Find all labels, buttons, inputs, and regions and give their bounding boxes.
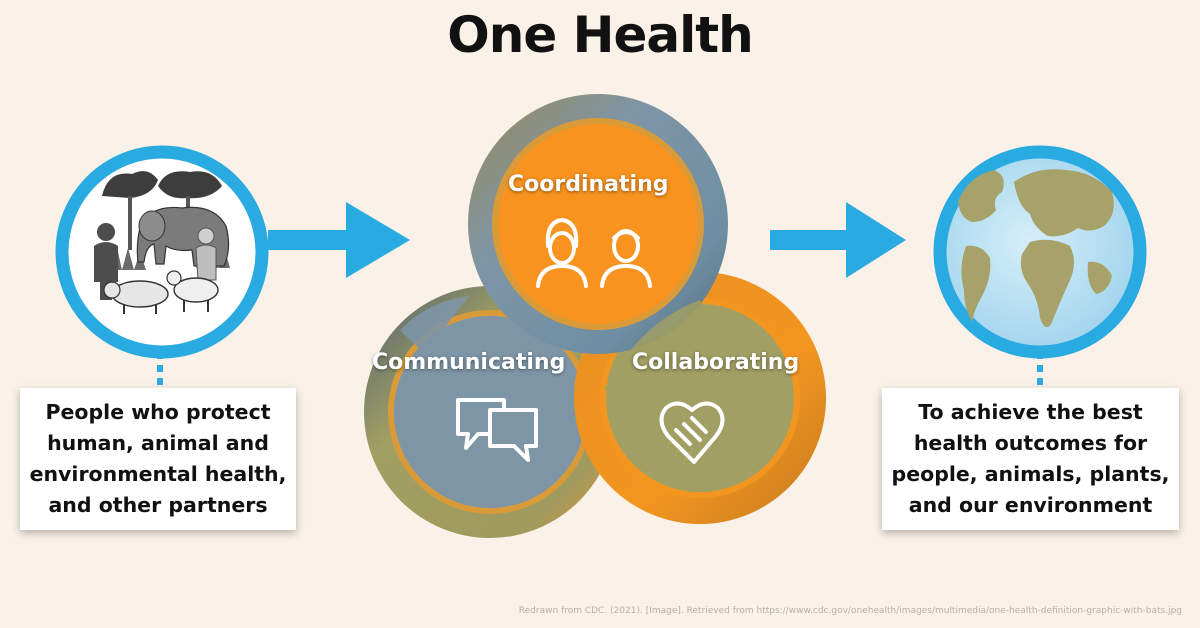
right-text-line: people, animals, plants, — [891, 462, 1170, 486]
label-collaborating: Collaborating — [632, 350, 800, 375]
right-text-line: and our environment — [908, 493, 1153, 517]
label-communicating: Communicating — [372, 350, 566, 375]
left-text-line: People who protect — [45, 400, 271, 424]
left-text-box: People who protect human, animal and env… — [20, 388, 296, 530]
left-text-line: and other partners — [48, 493, 268, 517]
page-title: One Health — [447, 6, 754, 64]
people-icon — [536, 218, 652, 288]
left-arrow — [268, 202, 410, 278]
left-text-line: environmental health, — [29, 462, 287, 486]
ring-overlap — [604, 300, 716, 398]
right-arrow — [770, 202, 906, 278]
handshake-icon — [659, 401, 725, 464]
right-text-line: To achieve the best — [918, 400, 1143, 424]
ring-overlap — [400, 296, 470, 360]
ring-coordinating — [468, 94, 728, 354]
right-text-line: health outcomes for — [913, 431, 1148, 455]
right-text-box: To achieve the best health outcomes for … — [882, 388, 1179, 530]
people-and-animals-icon — [94, 171, 230, 314]
left-circle — [55, 145, 269, 359]
globe-icon — [958, 169, 1114, 328]
right-circle — [933, 145, 1147, 359]
label-coordinating: Coordinating — [508, 172, 669, 197]
speech-bubbles-icon — [456, 398, 538, 462]
left-text-line: human, animal and — [47, 431, 269, 455]
source-credit: Redrawn from CDC. (2021). [Image]. Retri… — [518, 606, 1182, 616]
